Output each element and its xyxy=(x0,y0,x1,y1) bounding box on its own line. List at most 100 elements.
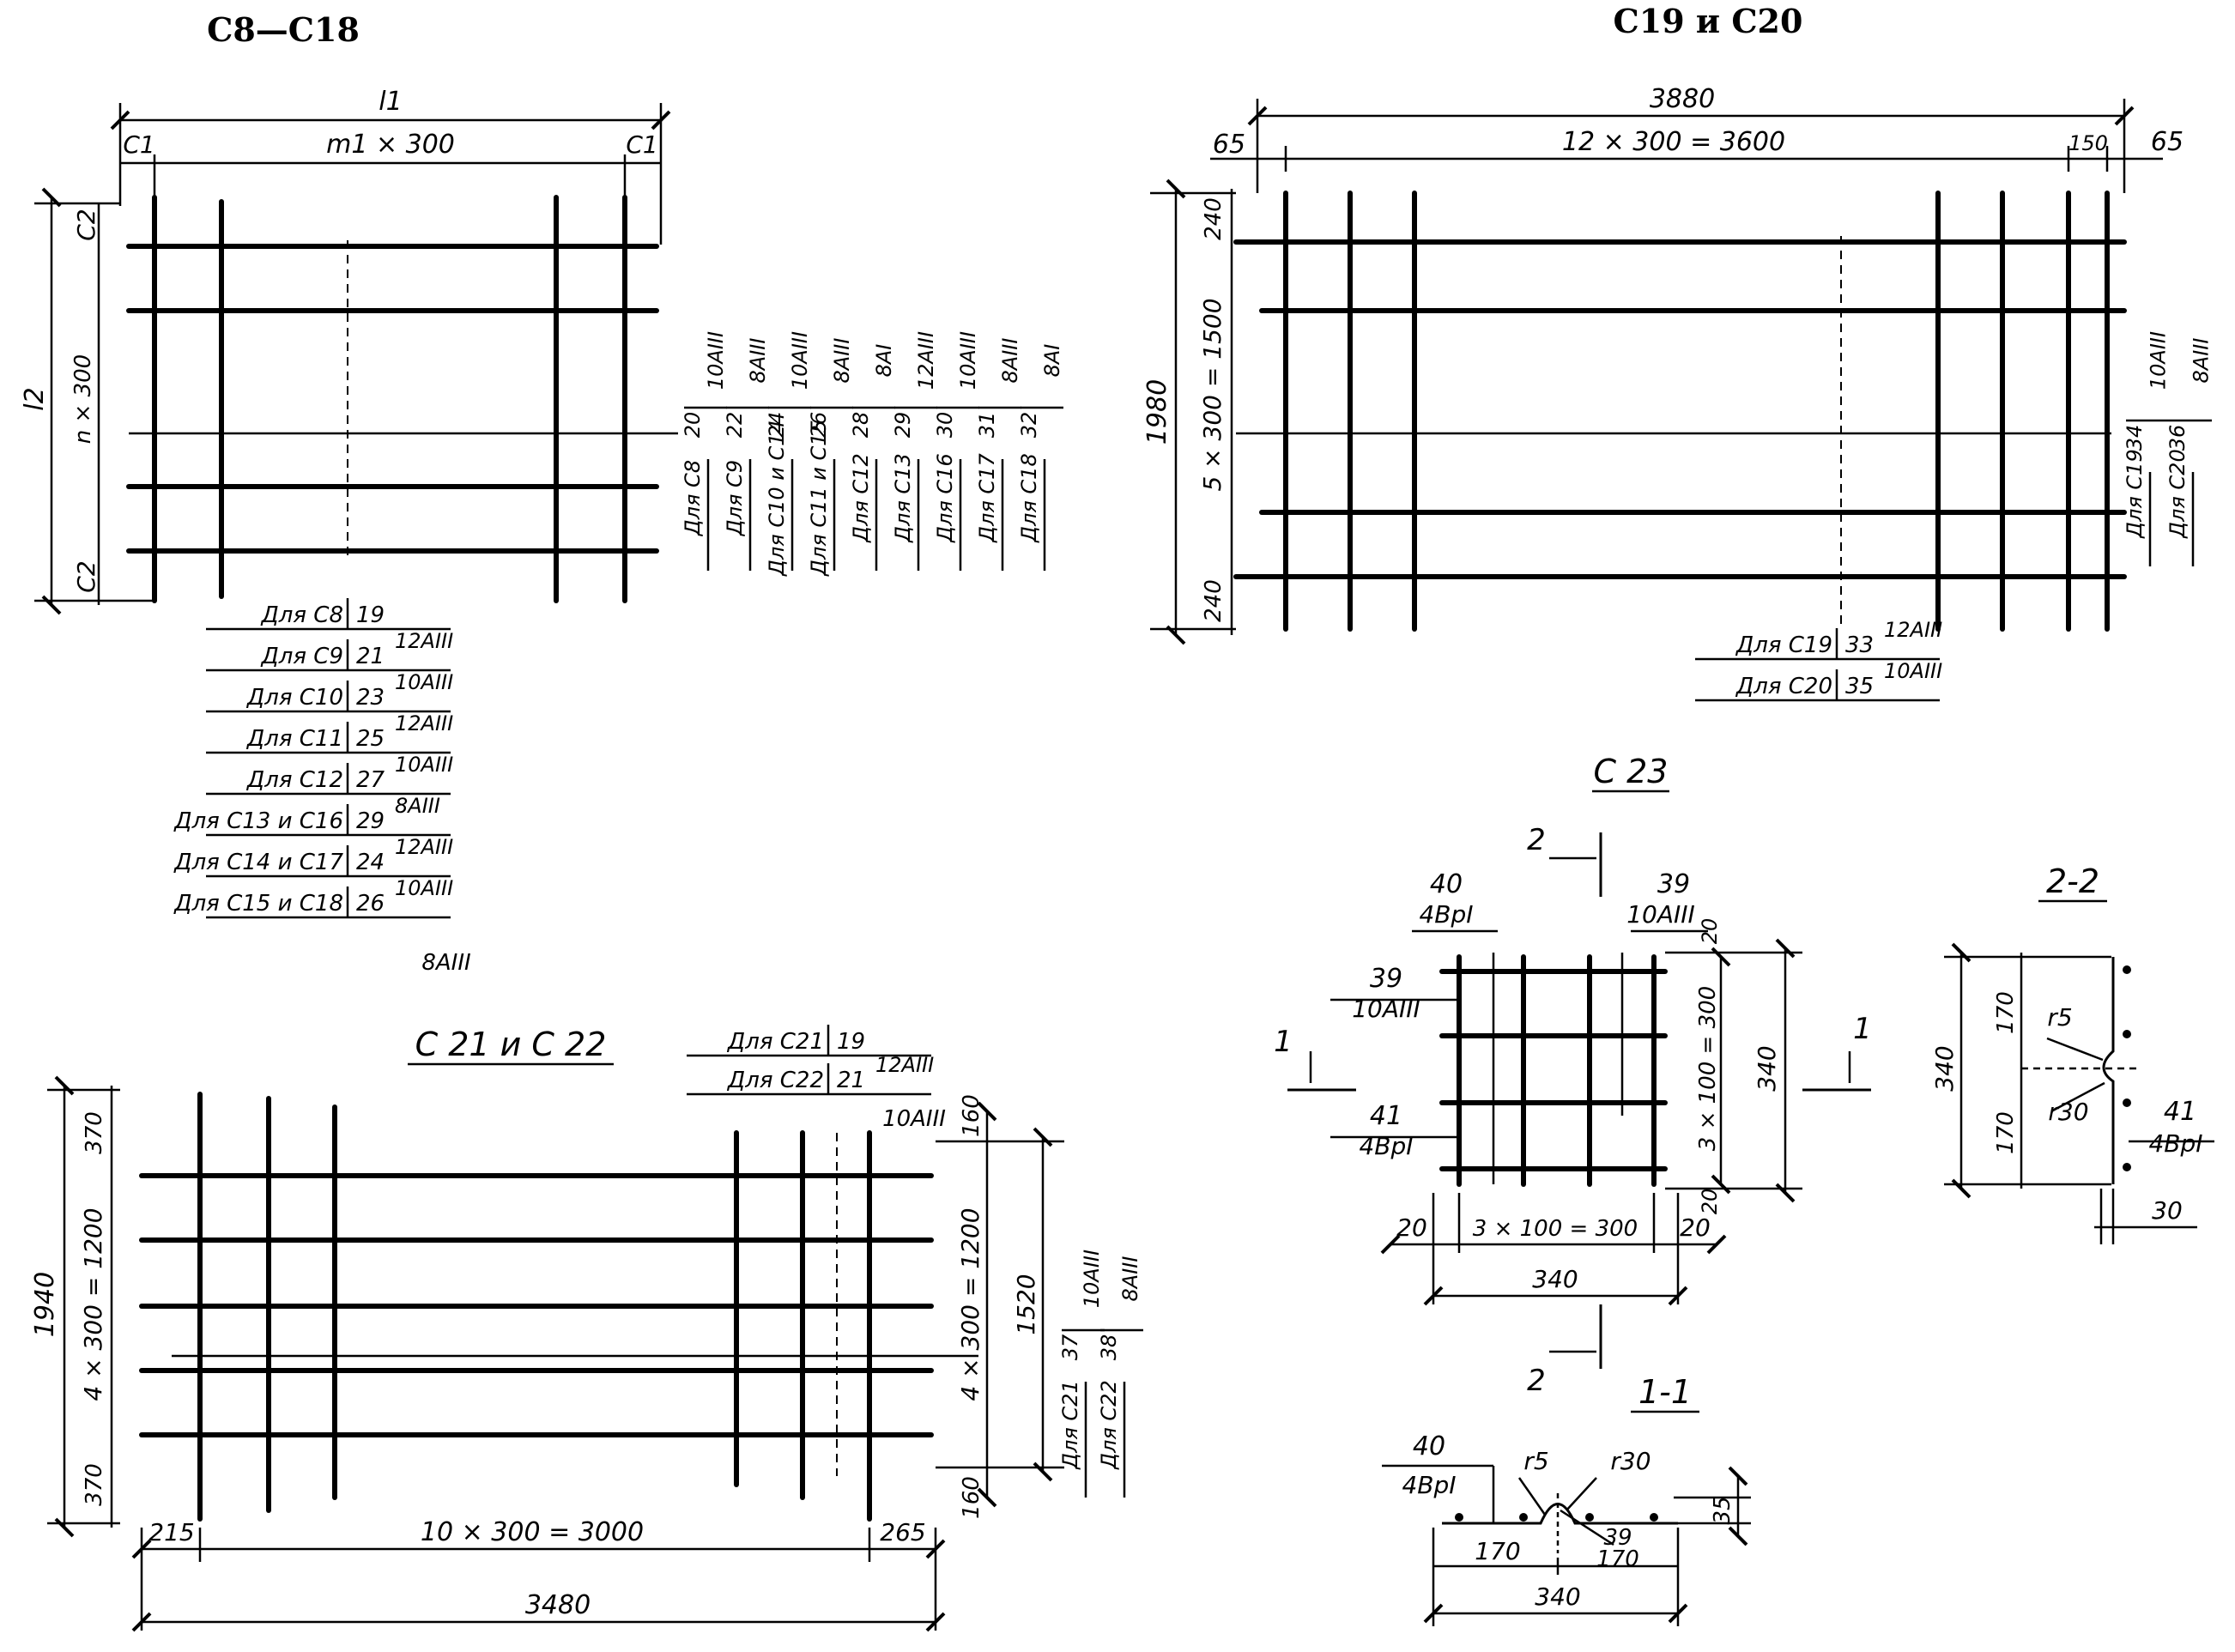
vtable-bar-spec: 8AIII xyxy=(998,338,1022,384)
c23-p39a: 39 xyxy=(1370,964,1402,994)
htable-for-label: Для C8 xyxy=(260,602,343,628)
mesh-c21-c22 xyxy=(139,1092,978,1522)
vtable-for-label: Для C11 и C15 xyxy=(807,420,831,577)
heading-c23: C 23 xyxy=(1594,753,1669,790)
vtable-for-label: Для C10 и C14 xyxy=(765,420,789,577)
vtable-mark-number: 34 xyxy=(2123,425,2147,451)
c23-p40: 40 xyxy=(1430,869,1463,899)
htable-mark-number: 33 xyxy=(1845,632,1874,658)
c19-total: 3880 xyxy=(1650,84,1715,114)
htable-bar-spec: 10AIII xyxy=(395,753,453,777)
htable-for-label: Для C13 и C16 xyxy=(173,808,343,834)
c23-p41b: 4BpI xyxy=(1359,1132,1413,1160)
c19-vspan: 5 × 300 = 1500 xyxy=(1198,298,1227,491)
htable-mark-number: 29 xyxy=(356,808,385,834)
c8-htable-last: 8AIII xyxy=(421,950,470,976)
htable-bar-spec: 10AIII xyxy=(395,670,453,694)
cut-label-1-left: 1 xyxy=(1274,1025,1293,1059)
heading-section-1-1: 1-1 xyxy=(1638,1373,1692,1411)
vtable-for-label: Для C9 xyxy=(723,460,747,536)
s11-r5: r5 xyxy=(1523,1447,1548,1475)
htable-for-label: Для C15 и C18 xyxy=(173,891,343,917)
vtable-for-label: Для C17 xyxy=(975,453,999,543)
vtable-bar-spec: 12AIII xyxy=(914,331,938,390)
s11-p40: 40 xyxy=(1413,1431,1445,1461)
vtable-for-label: Для C21 xyxy=(1058,1380,1082,1469)
c23-d340h: 340 xyxy=(1532,1265,1578,1293)
vtable-for-label: Для C12 xyxy=(849,453,873,542)
c21-right: 265 xyxy=(880,1518,925,1546)
s22-h170a: 170 xyxy=(1993,991,2019,1034)
vtable-mark-number: 28 xyxy=(849,412,873,439)
dim-m1x300: m1 × 300 xyxy=(326,130,455,160)
c21-top370: 370 xyxy=(82,1111,107,1154)
c21-bot370: 370 xyxy=(82,1463,107,1506)
vtable-bar-spec: 10AIII xyxy=(704,331,728,390)
vtable-bar-spec: 8AI xyxy=(872,344,896,378)
c21-left: 215 xyxy=(148,1518,194,1546)
c21-span: 10 × 300 = 3000 xyxy=(421,1517,644,1547)
c21-rspan: 4 × 300 = 1200 xyxy=(956,1207,984,1401)
dim-c1-right: C1 xyxy=(626,130,657,159)
vtable-mark-number: 20 xyxy=(681,412,705,439)
htable-bar-spec: 8AIII xyxy=(395,794,440,818)
dim-l2: l2 xyxy=(20,387,50,410)
htable-bar-spec: 12AIII xyxy=(875,1053,934,1077)
c23-p41: 41 xyxy=(1370,1101,1402,1131)
htable-for-label: Для C11 xyxy=(246,726,343,752)
htable-for-label: Для C9 xyxy=(260,644,343,669)
htable-bar-spec: 12AIII xyxy=(1884,618,1942,642)
htable-mark-number: 35 xyxy=(1845,674,1874,699)
c23-p39b: 39 xyxy=(1657,869,1690,899)
c23-d300h: 3 × 100 = 300 xyxy=(1473,1216,1638,1242)
s22-h340: 340 xyxy=(1930,1045,1959,1091)
vtable-bar-spec: 8AIII xyxy=(746,338,770,384)
cut-markers-c23 xyxy=(1287,832,1871,1369)
htable-for-label: Для C10 xyxy=(246,685,343,711)
s22-p41b: 4BpI xyxy=(2148,1129,2202,1158)
vtable-for-label: Для C22 xyxy=(1097,1380,1121,1469)
s22-h170b: 170 xyxy=(1993,1111,2019,1154)
vtable-bar-spec: 8AI xyxy=(1040,344,1064,378)
c23-d340v: 340 xyxy=(1753,1045,1781,1091)
vtable-for-label: Для C13 xyxy=(891,453,915,542)
dim-c1-left: C1 xyxy=(123,130,154,159)
s11-p39: 39 xyxy=(1603,1525,1632,1551)
c23-d20l: 20 xyxy=(1396,1213,1427,1242)
s22-r30: r30 xyxy=(2048,1098,2088,1126)
section-2-2-drawing xyxy=(1944,942,2214,1244)
vtable-mark-number: 24 xyxy=(765,412,789,439)
c19-top240: 240 xyxy=(1201,197,1227,240)
vtable-mark-number: 36 xyxy=(2165,425,2190,451)
htable-for-label: Для C14 и C17 xyxy=(173,850,343,875)
mesh-c23 xyxy=(1439,953,1668,1187)
vtable-for-label: Для C20 xyxy=(2165,449,2190,538)
vtable-bar-spec: 8AIII xyxy=(2190,338,2214,384)
vtable-for-label: Для C18 xyxy=(1017,453,1041,542)
vtable-bar-spec: 10AIII xyxy=(1080,1250,1104,1308)
s22-r5: r5 xyxy=(2047,1003,2072,1032)
htable-mark-number: 23 xyxy=(356,685,385,711)
heading-c8-c18: C8—C18 xyxy=(207,10,360,49)
vtable-mark-number: 37 xyxy=(1058,1334,1082,1360)
heading-c19-c20: C19 и C20 xyxy=(1614,2,1803,40)
dim-c2-top: C2 xyxy=(72,209,100,240)
c19-span: 12 × 300 = 3600 xyxy=(1562,127,1785,157)
htable-mark-number: 24 xyxy=(356,850,385,875)
vtable-mark-number: 29 xyxy=(891,412,915,439)
htable-mark-number: 19 xyxy=(837,1029,865,1055)
s11-d340: 340 xyxy=(1535,1582,1580,1611)
mesh-c8-c18 xyxy=(126,195,678,603)
vtable-mark-number: 31 xyxy=(975,412,999,439)
htable-bar-spec: 10AIII xyxy=(395,876,453,900)
c23-p40b: 4BpI xyxy=(1419,900,1473,929)
vtable-mark-number: 26 xyxy=(807,412,831,439)
s11-p40b: 4BpI xyxy=(1402,1471,1456,1499)
vtable-for-label: Для C16 xyxy=(933,453,957,542)
htable-for-label: Для C12 xyxy=(246,767,343,793)
dim-c2-bottom: C2 xyxy=(72,560,100,592)
